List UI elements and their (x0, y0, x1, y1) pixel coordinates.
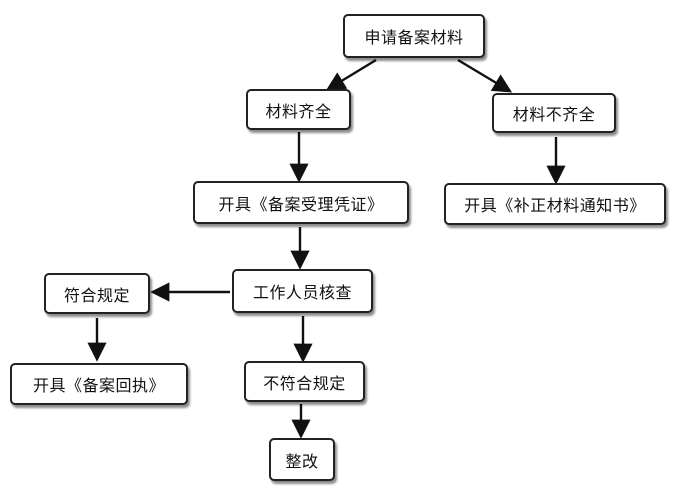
node-issue-record-receipt: 开具《备案回执》 (10, 363, 188, 405)
node-issue-receipt-certificate: 开具《备案受理凭证》 (193, 181, 409, 224)
node-compliant: 符合规定 (44, 273, 150, 314)
node-rectify: 整改 (269, 438, 335, 481)
node-noncompliant: 不符合规定 (244, 361, 365, 402)
node-staff-review: 工作人员核查 (232, 269, 373, 313)
node-apply-materials: 申请备案材料 (343, 14, 485, 58)
node-materials-incomplete: 材料不齐全 (492, 93, 616, 133)
node-materials-complete: 材料齐全 (246, 89, 351, 130)
node-issue-supplement-notice: 开具《补正材料通知书》 (444, 183, 666, 225)
arrow-apply-to-complete (325, 58, 377, 91)
arrow-apply-to-incomplete (457, 58, 513, 93)
